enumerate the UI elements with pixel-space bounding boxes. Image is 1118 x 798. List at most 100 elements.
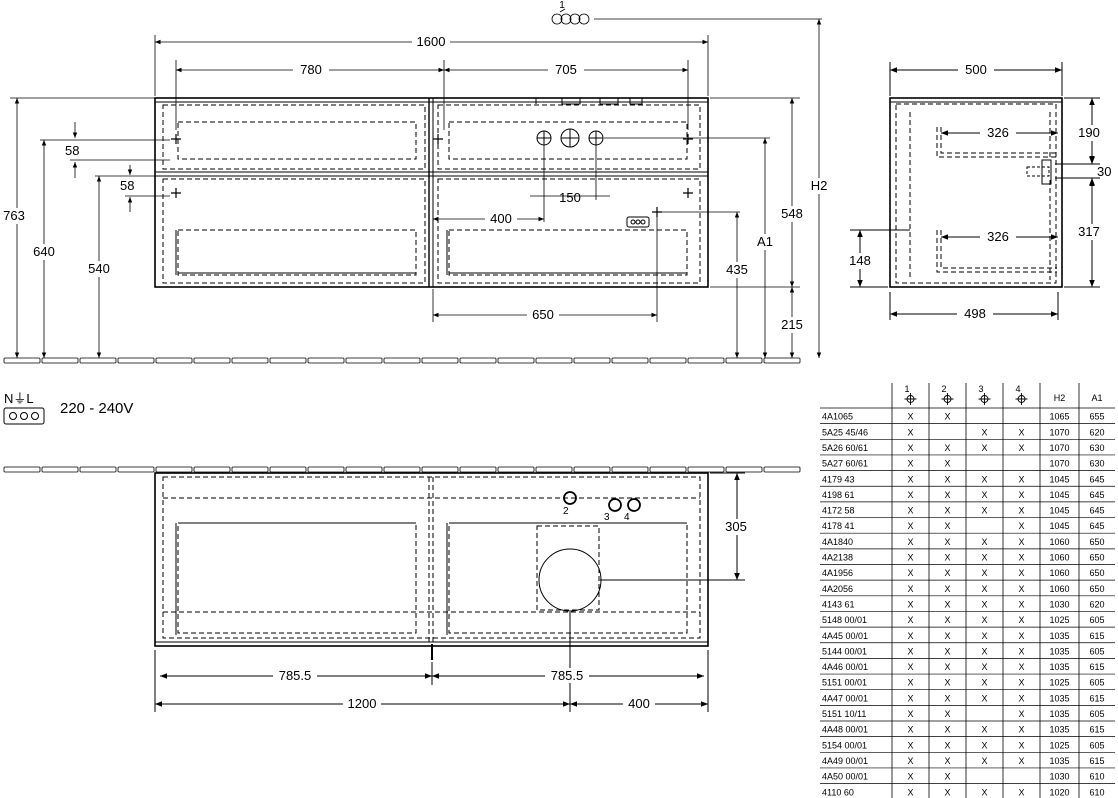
table-cell: X [907, 521, 913, 531]
table-cell: X [1018, 474, 1024, 484]
floor-line-upper [3, 357, 801, 364]
dim-190: 190 [1078, 125, 1100, 140]
table-cell: X [1018, 725, 1024, 735]
table-cell: X [981, 427, 987, 437]
floor-line-lower [3, 466, 801, 473]
dim-780: 780 [300, 62, 322, 77]
table-cell: X [944, 568, 950, 578]
table-cell: 4A47 00/01 [822, 693, 868, 703]
table-cell: 650 [1089, 568, 1104, 578]
table-cell: X [944, 756, 950, 766]
table-cell: 4A48 00/01 [822, 725, 868, 735]
dim-326-top: 326 [987, 125, 1009, 140]
table-cell: X [981, 615, 987, 625]
table-cell: X [944, 412, 950, 422]
dim-148: 148 [849, 253, 871, 268]
table-cell: 655 [1089, 412, 1104, 422]
front-view [154, 97, 709, 288]
table-cell: 1025 [1049, 615, 1069, 625]
table-cell: X [907, 662, 913, 672]
dim-498: 498 [964, 306, 986, 321]
table-cell: X [944, 474, 950, 484]
table-cell: 1060 [1049, 553, 1069, 563]
table-cell: 630 [1089, 459, 1104, 469]
table-cell: 1035 [1049, 693, 1069, 703]
table-cell: X [944, 537, 950, 547]
dim-215: 215 [781, 317, 803, 332]
table-cell: 4A1065 [822, 412, 853, 422]
table-cell: 1070 [1049, 459, 1069, 469]
table-cell: X [1018, 756, 1024, 766]
table-cell: X [907, 740, 913, 750]
table-cell: X [907, 568, 913, 578]
table-cell: X [981, 584, 987, 594]
table-cell: X [944, 490, 950, 500]
table-cell: X [944, 662, 950, 672]
table-cell: 1025 [1049, 740, 1069, 750]
table-cell: 615 [1089, 756, 1104, 766]
table-cell: X [981, 537, 987, 547]
table-cell: X [907, 537, 913, 547]
dim-763: 763 [3, 208, 25, 223]
table-cell: 1030 [1049, 772, 1069, 782]
table-cell: X [1018, 678, 1024, 688]
table-cell: X [944, 615, 950, 625]
table-cell: 1035 [1049, 631, 1069, 641]
table-cell: X [944, 521, 950, 531]
table-cell: X [1018, 599, 1024, 609]
table-cell: X [1018, 631, 1024, 641]
dim-1200: 1200 [348, 696, 377, 711]
table-cell: X [907, 474, 913, 484]
voltage-label: 220 - 240V [60, 400, 133, 417]
table-cell: X [981, 474, 987, 484]
table-cell: 605 [1089, 740, 1104, 750]
table-cell: 5144 00/01 [822, 646, 867, 656]
top-dimension-labels: 305 785.5 785.5 1200 400 2 3 4 [273, 506, 750, 711]
table-cell: X [907, 709, 913, 719]
table-cell: 4143 61 [822, 599, 855, 609]
dim-326-bottom: 326 [987, 229, 1009, 244]
table-cell: X [981, 490, 987, 500]
table-cell: 1065 [1049, 412, 1069, 422]
table-cell: X [907, 506, 913, 516]
table-cell: 650 [1089, 553, 1104, 563]
table-cell: 610 [1089, 772, 1104, 782]
table-cell: X [981, 662, 987, 672]
table-cell: X [981, 756, 987, 766]
table-cell: X [944, 787, 950, 797]
table-cell: X [907, 459, 913, 469]
dim-785-right: 785.5 [551, 668, 584, 683]
table-cell: X [907, 443, 913, 453]
table-cell: X [907, 553, 913, 563]
table-cell: X [907, 646, 913, 656]
table-cell: X [907, 725, 913, 735]
table-cell: X [944, 693, 950, 703]
table-cell: X [1018, 553, 1024, 563]
table-cell: 1035 [1049, 756, 1069, 766]
table-cell: 605 [1089, 646, 1104, 656]
dim-435: 435 [726, 262, 748, 277]
table-cell: X [944, 772, 950, 782]
table-cell: X [907, 756, 913, 766]
dim-30: 30 [1097, 164, 1111, 179]
table-cell: 4110 60 [822, 787, 854, 797]
dim-785-left: 785.5 [279, 668, 312, 683]
table-cell: 5151 10/11 [822, 709, 866, 719]
table-cell: X [907, 678, 913, 688]
hole-label-3: 3 [604, 512, 610, 523]
table-cell: 650 [1089, 584, 1104, 594]
table-cell: 4A45 00/01 [822, 631, 868, 641]
table-header-hole-1: 1 [905, 384, 910, 394]
dim-58-mid: 58 [120, 178, 134, 193]
table-cell: X [944, 709, 950, 719]
table-cell: 4198 61 [822, 490, 855, 500]
table-cell: 1035 [1049, 646, 1069, 656]
table-cell: X [1018, 646, 1024, 656]
table-cell: X [944, 553, 950, 563]
table-cell: 1045 [1049, 490, 1069, 500]
table-cell: 4A1956 [822, 568, 853, 578]
table-cell: X [944, 599, 950, 609]
table-cell: X [907, 693, 913, 703]
